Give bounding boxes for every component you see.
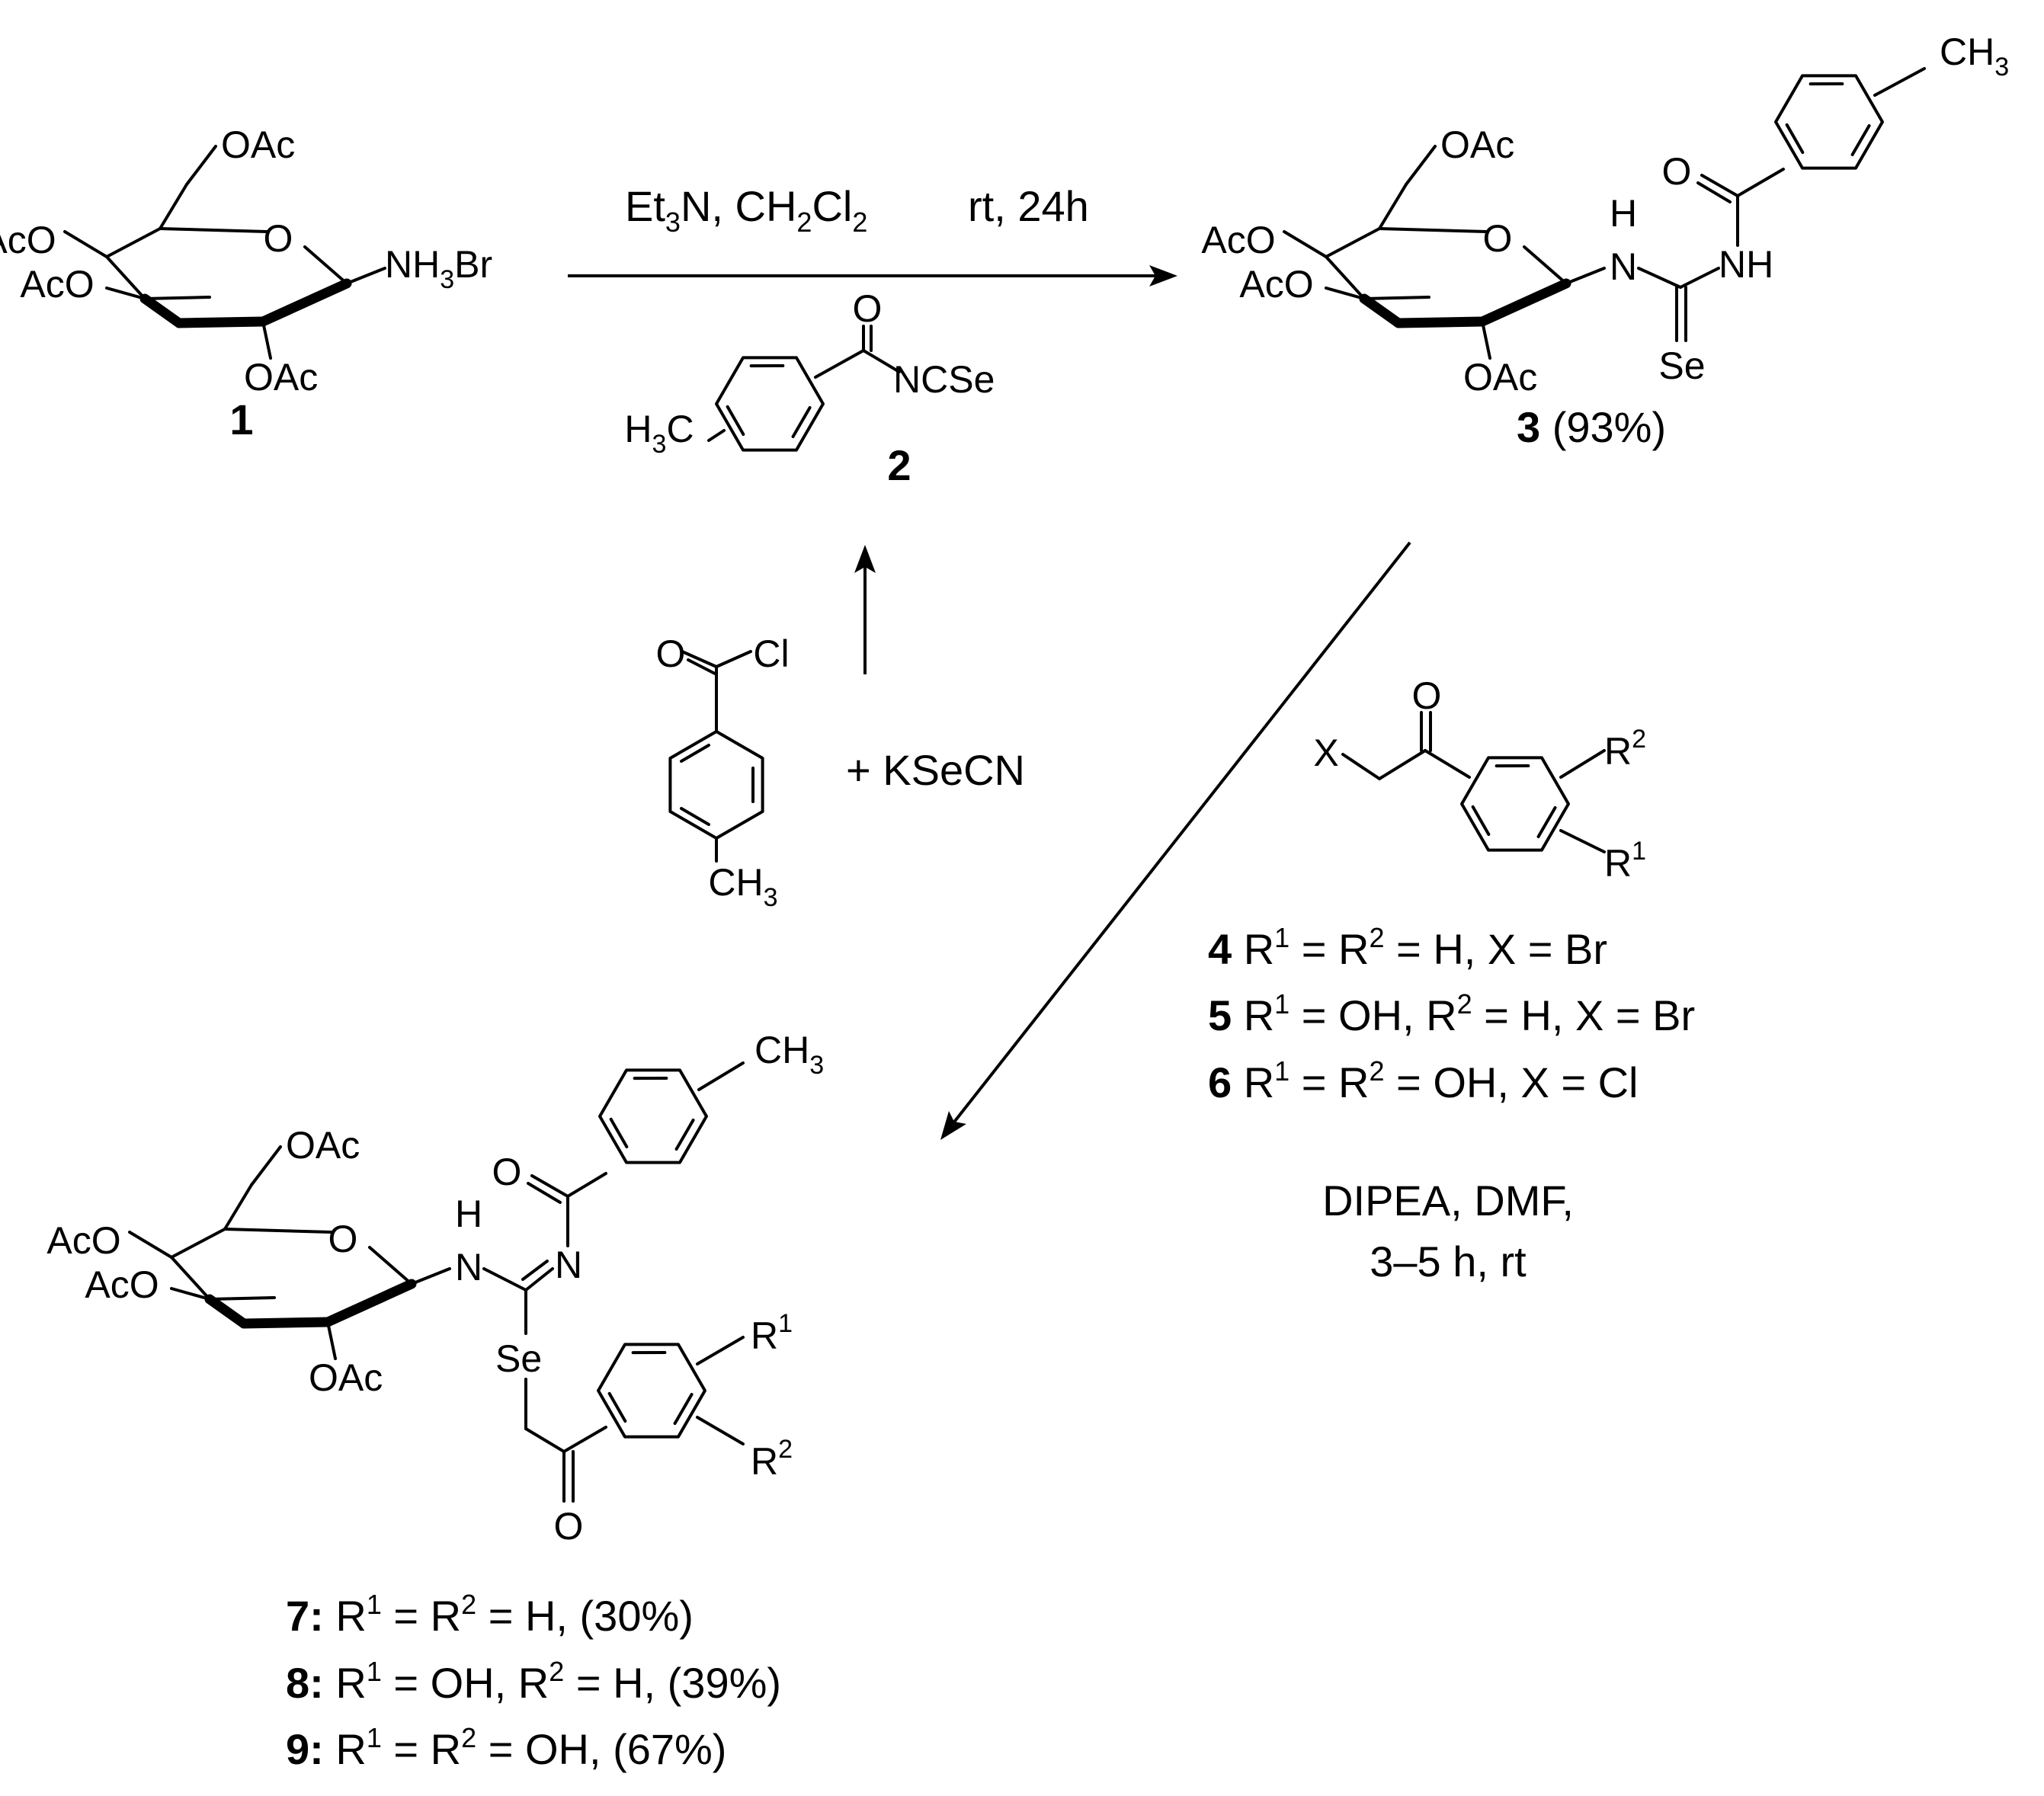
condition-time: rt, 24h	[968, 182, 1089, 230]
nh3br-label: NH3Br	[385, 243, 492, 294]
aco-label: AcO	[85, 1263, 159, 1306]
x-label: X	[1313, 732, 1338, 774]
arrow-head	[940, 1111, 966, 1140]
condition-et3n-ch2cl2: Et3N, CH2Cl2	[625, 182, 867, 238]
product-list: 7: R1 = R2 = H, (30%) 8: R1 = OH, R2 = H…	[286, 1589, 781, 1773]
ring-oxygen-label: O	[328, 1218, 358, 1260]
compound-2-number: 2	[887, 441, 911, 489]
carbonyl-oxygen: O	[1662, 150, 1692, 193]
product-7: 7: R1 = R2 = H, (30%)	[286, 1589, 694, 1640]
phenacyl-halide-structure: X O R2 R1	[1313, 674, 1646, 885]
arrow-head	[1149, 265, 1177, 287]
compound-3-tolyl: CH3	[1760, 30, 2009, 193]
aco-label: AcO	[0, 219, 56, 261]
carbonyl-oxygen: O	[853, 287, 883, 330]
h3c-label: H3C	[624, 408, 694, 459]
product-8: 8: R1 = OH, R2 = H, (39%)	[286, 1656, 781, 1707]
ring-oxygen-label: O	[264, 217, 293, 260]
r2-label: R2	[751, 1435, 793, 1483]
aco-label: AcO	[20, 263, 94, 306]
r1-label: R1	[1604, 837, 1646, 885]
n-label: N	[555, 1244, 582, 1286]
product-tolyl: CH23	[585, 1029, 824, 1187]
selenium-label: Se	[495, 1337, 542, 1380]
product-aryl: R1 R2	[583, 1309, 793, 1483]
oac-label: OAc	[286, 1124, 360, 1167]
ring-oxygen-label: O	[1483, 217, 1513, 260]
compound-3-label: 3 (93%)	[1517, 403, 1666, 451]
reagent-list: 4 R1 = R2 = H, X = Br 5 R1 = OH, R2 = H,…	[1208, 922, 1695, 1106]
carbonyl-oxygen: O	[656, 632, 686, 675]
toluoyl-chloride-structure: O Cl CH3	[656, 632, 790, 912]
ch3-label: CH3	[1940, 30, 2009, 82]
reagent-4: 4 R1 = R2 = H, X = Br	[1208, 922, 1607, 973]
ch3-label: CH23	[754, 1029, 824, 1080]
aco-label: AcO	[1239, 263, 1313, 306]
selenium-label: Se	[1658, 344, 1705, 387]
arrow-head	[854, 545, 876, 573]
reagent-5: 5 R1 = OH, R2 = H, X = Br	[1208, 988, 1695, 1039]
condition-dipea-dmf: DIPEA, DMF,	[1322, 1177, 1574, 1225]
oac-label: OAc	[1463, 356, 1537, 399]
h-label: H	[455, 1193, 482, 1235]
r1-label: R1	[751, 1309, 793, 1357]
nh-label: NH	[1719, 243, 1773, 286]
condition-time-rt: 3–5 h, rt	[1370, 1237, 1527, 1285]
r2-label: R2	[1604, 725, 1646, 773]
oac-label: OAc	[1440, 123, 1514, 166]
aco-label: AcO	[46, 1219, 120, 1262]
carbonyl-oxygen: O	[1412, 674, 1442, 717]
carbonyl-oxygen: O	[554, 1505, 584, 1548]
oac-label: OAc	[309, 1356, 383, 1399]
reagent-6: 6 R1 = R2 = OH, X = Cl	[1208, 1055, 1639, 1106]
aco-label: AcO	[1201, 219, 1275, 261]
product-structure: O OAc AcO AcO OAc N H N Se O O	[46, 1124, 607, 1548]
carbonyl-oxygen: O	[492, 1151, 522, 1193]
n-label: N	[455, 1246, 482, 1289]
product-9: 9: R1 = R2 = OH, (67%)	[286, 1722, 726, 1773]
ncse-label: NCSe	[893, 358, 995, 401]
ch3-label: CH3	[708, 861, 777, 912]
oac-label: OAc	[221, 123, 295, 166]
h-label: H	[1610, 192, 1637, 235]
compound-1-number: 1	[229, 395, 253, 443]
oac-label: OAc	[244, 356, 318, 399]
compound-2-structure: O NCSe H3C	[624, 287, 995, 475]
chloride-label: Cl	[753, 632, 789, 675]
reaction-arrow-diagonal	[951, 541, 1411, 1125]
compound-3-structure: O OAc AcO AcO OAc N H Se NH O	[1201, 123, 1785, 399]
n-label: N	[1610, 245, 1637, 288]
plus-kseCN: + KSeCN	[846, 746, 1025, 794]
compound-1-structure: O OAc AcO AcO OAc NH3Br	[0, 123, 492, 399]
